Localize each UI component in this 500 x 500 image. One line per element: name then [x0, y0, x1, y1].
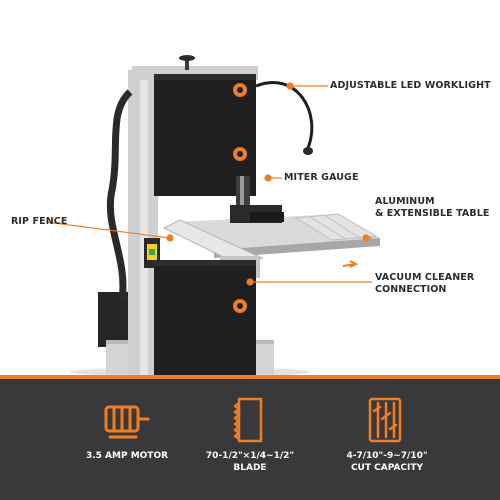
feature-blade: 70-1/2"×1/4~1/2" BLADE — [180, 395, 320, 474]
wood-icon — [368, 397, 402, 443]
feature-blade-label: 70-1/2"×1/4~1/2" — [205, 451, 295, 461]
callout-miter-gauge: MITER GAUGE — [284, 172, 359, 183]
feature-strip: 3.5 AMP MOTOR 70-1/2"×1/4~1/2" BLADE — [0, 375, 500, 500]
blade-icon — [233, 397, 263, 443]
callout-vacuum-line1: VACUUM CLEANER — [375, 272, 475, 283]
callout-vacuum-line2: CONNECTION — [375, 284, 447, 295]
product-area: ADJUSTABLE LED WORKLIGHT MITER GAUGE ALU… — [11, 55, 491, 378]
led-gooseneck — [255, 81, 314, 149]
feature-cut-capacity: 4-7/10"-9~7/10" CUT CAPACITY — [317, 395, 457, 474]
feature-motor: 3.5 AMP MOTOR — [57, 395, 197, 462]
accent-bar — [0, 375, 500, 379]
feature-cut-label: 4-7/10"-9~7/10" — [346, 451, 428, 461]
callout-aluminum-line1: ALUMINUM — [375, 196, 435, 207]
motor-icon — [104, 405, 150, 439]
band-saw-illustration — [45, 55, 380, 378]
feature-motor-label: 3.5 AMP MOTOR — [85, 451, 169, 461]
callout-rip-fence: RIP FENCE — [11, 216, 68, 227]
feature-cut-sublabel: CUT CAPACITY — [350, 463, 424, 473]
callout-led-worklight: ADJUSTABLE LED WORKLIGHT — [330, 80, 491, 91]
feature-blade-sublabel: BLADE — [233, 463, 267, 473]
callout-aluminum-line2: & EXTENSIBLE TABLE — [375, 208, 490, 219]
lower-wheel-cover — [154, 260, 256, 378]
